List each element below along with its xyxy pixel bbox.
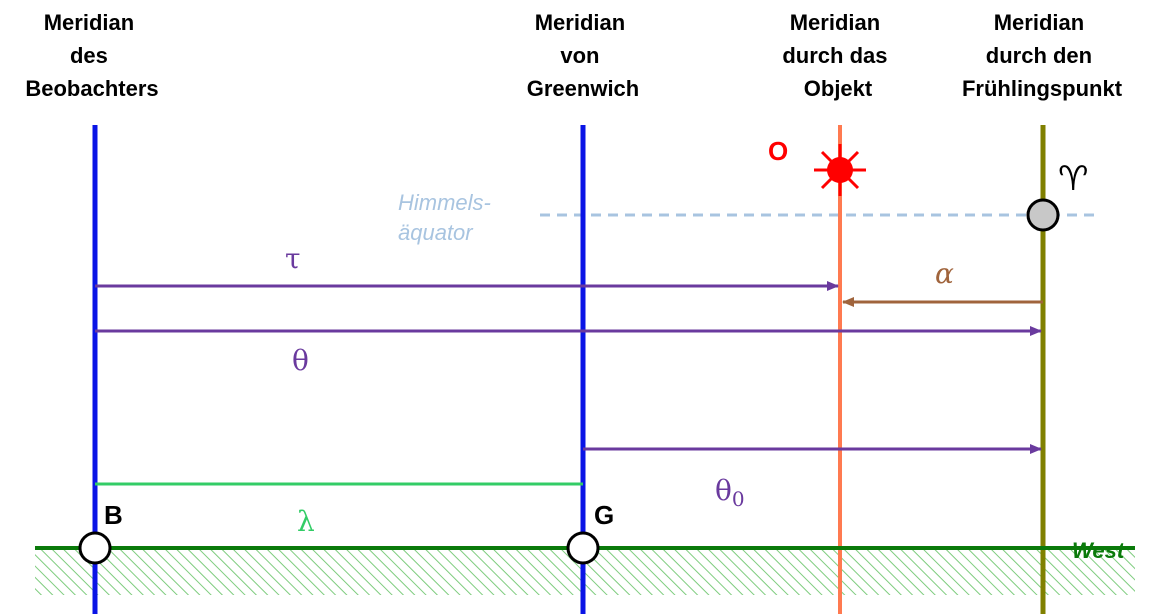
observer-point-label: B xyxy=(104,500,123,530)
sun-icon xyxy=(814,144,866,196)
object-point-label: O xyxy=(768,136,788,166)
greenwich-meridian-title: Meridian von Greenwich xyxy=(527,10,639,101)
west-direction-label: West xyxy=(1072,538,1126,563)
vernal-point-marker xyxy=(1026,198,1060,232)
greenwich-point-label: G xyxy=(594,500,614,530)
object-meridian-title: Meridian durch das Objekt xyxy=(782,10,893,101)
longitude-label: λ xyxy=(297,505,315,538)
observer-point-marker xyxy=(78,531,112,565)
vernal-meridian-title: Meridian durch den Frühlingspunkt xyxy=(962,10,1123,101)
observer-meridian-title: Meridian des Beobachters xyxy=(25,10,158,101)
celestial-equator-label: Himmels- äquator xyxy=(398,190,497,245)
right-ascension-label: α xyxy=(935,257,954,290)
vernal-point-symbol: ♈ xyxy=(1058,159,1088,199)
greenwich-sidereal-label: θ0 xyxy=(715,474,745,511)
greenwich-point-marker xyxy=(566,531,600,565)
sidereal-time-label: θ xyxy=(292,344,309,377)
hour-angle-label: τ xyxy=(285,242,301,275)
